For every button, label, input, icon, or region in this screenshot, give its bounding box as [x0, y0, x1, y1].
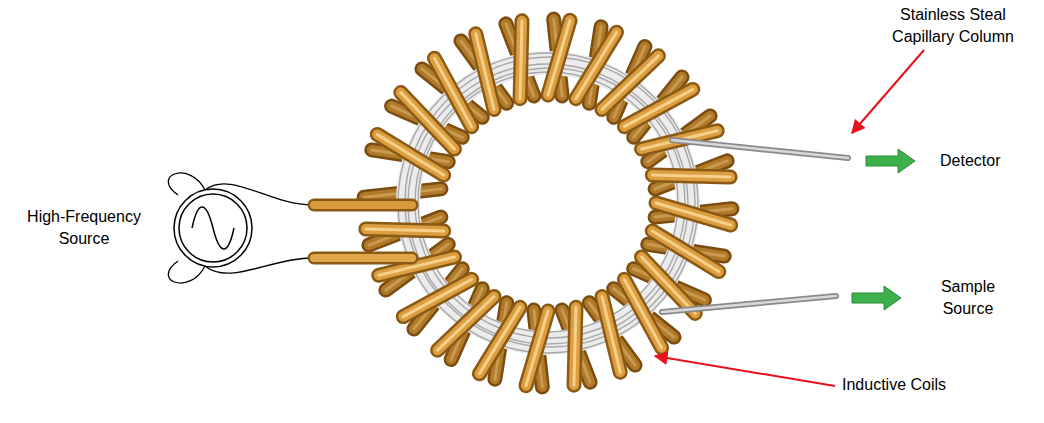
coil-winding — [401, 93, 455, 149]
coil-winding — [520, 21, 522, 99]
coil-winding — [377, 134, 443, 175]
coil-winding — [576, 32, 617, 98]
coil-winding — [602, 56, 658, 110]
leader-line — [655, 356, 835, 386]
coil-winding — [642, 257, 696, 313]
column-band — [408, 63, 688, 343]
coil-winding — [602, 297, 620, 373]
coil-winding — [520, 21, 522, 99]
parts — [168, 50, 924, 386]
coil-winding — [624, 89, 692, 126]
coil-winding — [574, 307, 576, 385]
coil-winding — [366, 229, 444, 231]
part-label: Inductive Coils — [842, 374, 982, 396]
coil-winding — [434, 58, 471, 126]
coil-winding — [479, 307, 520, 373]
coil-winding — [576, 32, 617, 98]
leader-line — [852, 50, 924, 133]
part-label: Detector — [940, 150, 1030, 172]
coil-winding — [652, 231, 718, 272]
column-exit — [672, 140, 848, 158]
coil-winding — [624, 279, 661, 347]
coil-winding — [476, 34, 494, 110]
part-label: Stainless Steal Capillary Column — [878, 4, 1028, 48]
coil-winding — [624, 279, 661, 347]
coil-winding — [656, 203, 731, 225]
source-symbol — [179, 194, 247, 262]
coil-winding — [434, 58, 471, 126]
coil-winding — [403, 279, 471, 316]
coil-winding — [548, 20, 570, 95]
coil-lead — [314, 254, 412, 262]
coil-winding — [377, 134, 443, 175]
source-symbol — [174, 189, 252, 267]
coil-winding — [403, 279, 471, 316]
coil-winding — [652, 175, 730, 177]
part-label: Sample Source — [930, 276, 1006, 320]
coil-winding — [548, 20, 570, 95]
coil-winding — [548, 20, 570, 95]
coil-winding — [652, 231, 718, 272]
coil-winding — [520, 21, 522, 99]
coil-winding — [366, 229, 444, 231]
coil-winding — [602, 56, 658, 110]
flow-arrow — [852, 286, 901, 310]
coil-winding — [438, 297, 494, 351]
coil-winding — [377, 134, 443, 175]
coil-winding — [652, 231, 718, 272]
coil-winding — [574, 307, 576, 385]
coil-winding — [602, 56, 658, 110]
coil-winding — [401, 93, 455, 149]
wire — [168, 258, 312, 283]
coil-winding — [656, 203, 731, 225]
coil-winding — [479, 307, 520, 373]
coil-winding — [624, 279, 661, 347]
coil-winding — [652, 175, 730, 177]
coil-winding — [642, 257, 696, 313]
coil-winding — [366, 229, 444, 231]
column-exit — [672, 140, 848, 158]
coil-winding — [574, 307, 576, 385]
coil-winding — [438, 297, 494, 351]
coil-front — [366, 20, 731, 385]
coil-winding — [526, 311, 548, 386]
column-exit — [662, 296, 836, 312]
coil-winding — [624, 89, 692, 126]
coil-winding — [602, 297, 620, 373]
coil-lead — [314, 252, 412, 265]
flow-arrow — [866, 149, 915, 173]
sine-symbol — [192, 207, 234, 249]
coil-winding — [526, 311, 548, 386]
coil-winding — [652, 175, 730, 177]
coil-winding — [479, 307, 520, 373]
coil-winding — [526, 311, 548, 386]
coil-back — [364, 19, 732, 387]
coil-winding — [401, 93, 455, 149]
coil-winding — [642, 257, 696, 313]
coil-winding — [476, 34, 494, 110]
part-label: High-Frequency Source — [14, 206, 154, 250]
column-ring — [408, 64, 688, 344]
coil-winding — [434, 58, 471, 126]
coil-winding — [476, 34, 494, 110]
coil-lead — [314, 201, 412, 209]
coil-lead — [314, 199, 412, 212]
coil-winding — [576, 32, 617, 98]
coil-winding — [656, 203, 731, 225]
column-exit — [662, 296, 836, 312]
coil-winding — [602, 297, 620, 373]
coil-winding — [624, 89, 692, 126]
coil-winding — [403, 279, 471, 316]
coil-winding — [438, 297, 494, 351]
